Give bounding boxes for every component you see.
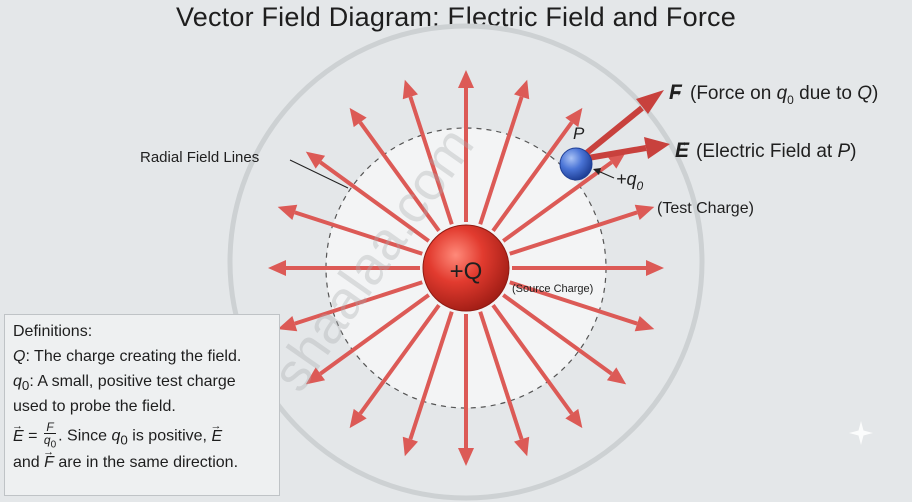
field-line-arrow xyxy=(402,79,454,225)
field-line-arrow xyxy=(402,311,454,457)
electric-field-vector xyxy=(587,137,670,161)
field-line-arrow xyxy=(478,79,530,225)
field-line-arrow xyxy=(509,280,655,332)
field-line-arrow xyxy=(458,314,474,466)
definition-q0: q0: A small, positive test charge used t… xyxy=(13,373,236,416)
svg-text:F: F xyxy=(669,81,683,104)
test-charge-label: +q0 xyxy=(616,169,644,193)
test-charge xyxy=(559,147,593,181)
definitions-heading: Definitions: xyxy=(13,323,93,340)
watermark-ring xyxy=(227,23,705,501)
radial-field-lines xyxy=(268,70,664,466)
field-line-arrow xyxy=(491,304,583,429)
radial-label-leader xyxy=(289,159,349,189)
svg-text:(Electric Field at P): (Electric Field at P) xyxy=(696,141,857,162)
svg-text:→: → xyxy=(676,134,689,149)
svg-text:→: → xyxy=(670,84,683,99)
definition-q: Q: The charge creating the field. xyxy=(13,348,242,365)
test-charge-note: (Test Charge) xyxy=(657,200,754,217)
point-p-label: P xyxy=(573,124,585,143)
field-line-arrow xyxy=(349,304,441,429)
source-charge-note: (Source Charge) xyxy=(512,283,593,295)
field-line-arrow xyxy=(277,204,423,256)
definition-relation: E = Fq0. Since q0 is positive, E and F a… xyxy=(13,421,271,472)
source-charge-label: +Q xyxy=(450,258,483,285)
svg-text:E: E xyxy=(675,139,690,162)
electric-field-label: → E (Electric Field at P) xyxy=(675,134,857,162)
field-line-arrow xyxy=(509,204,655,256)
field-line-arrow xyxy=(458,70,474,222)
field-line-arrow xyxy=(512,260,664,276)
field-line-arrow xyxy=(268,260,420,276)
force-vector xyxy=(576,90,664,163)
field-line-arrow xyxy=(305,151,430,243)
svg-text:(Force on q0 due to Q): (Force on q0 due to Q) xyxy=(690,83,878,107)
radial-field-lines-label: Radial Field Lines xyxy=(140,149,259,166)
field-line-arrow xyxy=(305,293,430,385)
definitions-box: Definitions: Q: The charge creating the … xyxy=(4,314,280,496)
test-charge-pointer-head xyxy=(593,168,601,175)
test-charge-pointer xyxy=(597,170,615,179)
force-label: → F (Force on q0 due to Q) xyxy=(669,81,878,107)
field-line-arrow xyxy=(349,107,441,232)
field-line-arrow xyxy=(502,293,627,385)
source-charge xyxy=(422,224,510,312)
field-line-arrow xyxy=(491,107,583,232)
sparkle-icon xyxy=(849,421,873,445)
field-line-arrow xyxy=(277,280,423,332)
field-line-arrow xyxy=(478,311,530,457)
